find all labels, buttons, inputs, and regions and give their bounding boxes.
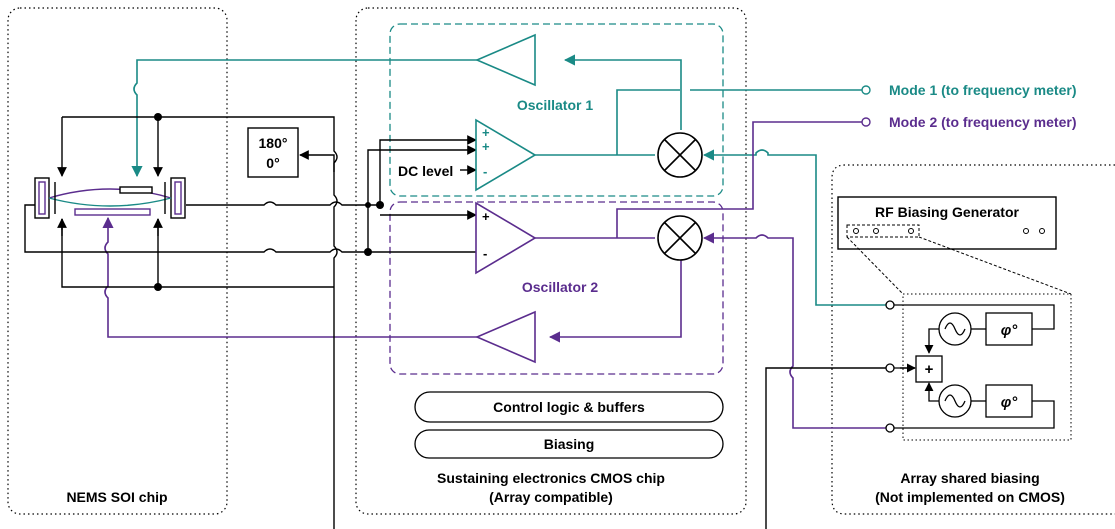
phase-switch-box xyxy=(247,127,299,178)
rf-generator-zoom-lines xyxy=(846,236,1072,295)
junction-dots xyxy=(154,113,384,291)
mode-1-terminal xyxy=(861,85,871,95)
summing-node-label: + xyxy=(925,361,934,378)
control-logic-label: Control logic & buffers xyxy=(493,399,645,415)
biasing-block-label-1: Array shared biasing xyxy=(900,470,1039,486)
amp1-plus-1: + xyxy=(482,125,490,140)
phase-shifter-2-label: φ° xyxy=(1001,394,1019,411)
biasing-module xyxy=(414,429,724,459)
oscillator-1-signal-path xyxy=(131,54,886,306)
sine-source-1-icon xyxy=(938,312,972,346)
cmos-chip-label-2: (Array compatible) xyxy=(489,489,613,505)
mode-1-label: Mode 1 (to frequency meter) xyxy=(889,82,1076,98)
oscillator-1-label: Oscillator 1 xyxy=(517,97,593,113)
nems-chip-block xyxy=(7,7,228,515)
biasing-module-label: Biasing xyxy=(544,436,595,452)
control-logic-module xyxy=(414,391,724,423)
dc-level-label: DC level xyxy=(398,163,453,179)
summing-node xyxy=(915,355,943,383)
oscillator-1-mixer xyxy=(657,132,703,178)
phase-shifter-1-label: φ° xyxy=(1001,322,1019,339)
rf-generator-detail-box xyxy=(902,293,1072,441)
oscillator-2-signal-path xyxy=(102,121,886,429)
phase-shifter-1 xyxy=(985,312,1033,346)
oscillator-2-box xyxy=(389,201,724,375)
phase-switch-label-180: 180° xyxy=(259,135,288,151)
nems-resonator xyxy=(34,177,186,236)
oscillator-1-amplifier xyxy=(475,118,537,192)
rf-generator-box xyxy=(837,196,1057,250)
mode-2-terminal xyxy=(861,117,871,127)
mode-2-label: Mode 2 (to frequency meter) xyxy=(889,114,1076,130)
oscillator-1-box xyxy=(389,23,724,197)
oscillator-2-mixer xyxy=(657,215,703,261)
biasing-block-label-2: (Not implemented on CMOS) xyxy=(875,489,1065,505)
rf-generator-detail-wiring xyxy=(894,304,1055,429)
sine-source-2-icon xyxy=(938,384,972,418)
oscillator-2-amplifier xyxy=(475,201,537,275)
bias-wiring xyxy=(24,116,915,529)
cmos-chip-block xyxy=(355,7,747,515)
rf-terminals xyxy=(885,300,895,433)
amp2-minus: - xyxy=(483,246,487,261)
oscillator-2-feedback-buffer xyxy=(474,310,536,364)
amp2-plus: + xyxy=(482,209,490,224)
oscillator-1-feedback-buffer xyxy=(474,33,536,87)
amp1-minus: - xyxy=(483,164,487,179)
amp1-plus-2: + xyxy=(482,139,490,154)
rf-generator-label: RF Biasing Generator xyxy=(875,204,1019,220)
cmos-chip-label-1: Sustaining electronics CMOS chip xyxy=(437,470,665,486)
phase-switch-label-0: 0° xyxy=(266,155,279,171)
rf-generator-ports xyxy=(853,228,1045,234)
biasing-block xyxy=(831,164,1115,515)
nems-chip-label: NEMS SOI chip xyxy=(66,489,167,505)
oscillator-2-label: Oscillator 2 xyxy=(522,279,598,295)
phase-shifter-2 xyxy=(985,384,1033,418)
rf-generator-port-group xyxy=(846,224,920,238)
